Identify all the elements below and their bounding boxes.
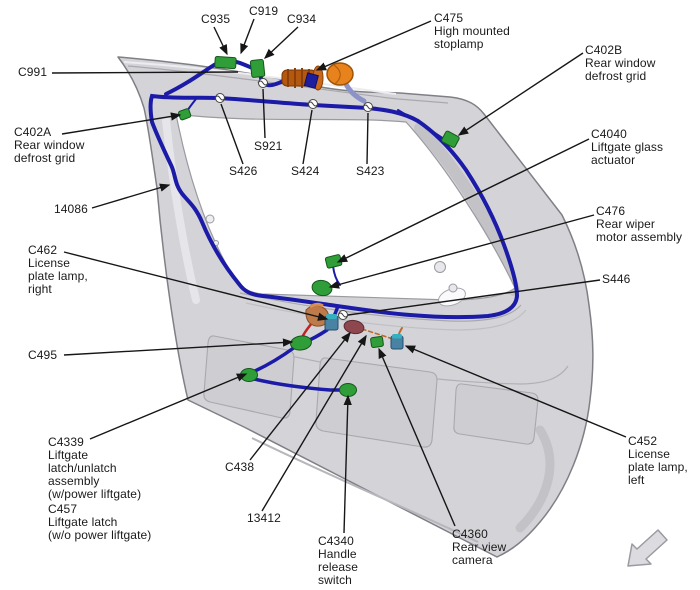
leader-lines <box>51 18 627 534</box>
corner-shading <box>515 425 555 533</box>
callout-s424: S424 <box>291 164 320 178</box>
callout-s426: S426 <box>229 164 258 178</box>
top-frame-highlight <box>123 61 397 95</box>
leader-14086 <box>91 183 171 209</box>
wire-orange-dashed <box>361 328 394 340</box>
splice-s423-symbol <box>362 102 374 112</box>
leader-13412 <box>261 334 367 512</box>
leader-s424 <box>302 109 313 165</box>
connector-c4340 <box>339 383 357 397</box>
leader-c991 <box>51 71 239 74</box>
callout-c452: C452 License plate lamp, left <box>628 434 688 487</box>
leader-c495 <box>63 338 294 356</box>
stoplamp-assembly <box>281 62 354 91</box>
beltline-ridge-1 <box>239 292 522 322</box>
callout-c991: C991 <box>18 65 48 79</box>
leader-c462 <box>63 251 329 321</box>
beltline-ridge-2 <box>245 302 527 331</box>
splice-s426-symbol <box>214 93 226 103</box>
leader-c402b <box>457 52 584 136</box>
callout-c4340: C4340 Handle release switch <box>318 534 359 587</box>
leader-c4360 <box>378 347 456 527</box>
leader-c934 <box>263 26 299 59</box>
callout-c934: C934 <box>287 12 317 26</box>
callout-c402a: C402A Rear window defrost grid <box>14 125 85 165</box>
pillar-highlight <box>162 116 200 304</box>
callout-c475: C475 High mounted stoplamp <box>434 11 510 51</box>
connector-c919-c934 <box>249 59 266 78</box>
leader-c919 <box>240 18 255 55</box>
harness-lower-run <box>252 345 343 392</box>
harness-bulb-drop <box>343 81 367 104</box>
callout-c438: C438 <box>225 460 255 474</box>
connector-c438-maroon <box>343 319 365 335</box>
splice-symbols <box>214 78 374 320</box>
leader-c935 <box>213 26 228 56</box>
direction-arrow-icon <box>627 529 668 567</box>
panel-recess-center <box>315 357 438 448</box>
socket-ribs <box>287 68 310 88</box>
defrost-stub-right <box>397 109 445 140</box>
callout-c476: C476 Rear wiper motor assembly <box>596 204 683 244</box>
bottom-inner-line <box>251 437 479 543</box>
stoplamp-connector <box>303 72 319 89</box>
bracket-hole-1 <box>434 261 446 273</box>
callout-s423: S423 <box>356 164 385 178</box>
callout-c935: C935 <box>201 12 231 26</box>
connector-c4360 <box>370 335 384 349</box>
pillar-shading <box>414 122 520 296</box>
splice-s921-symbol <box>257 78 269 88</box>
connector-c452-latch <box>392 334 402 339</box>
callout-c402b: C402B Rear window defrost grid <box>585 43 656 83</box>
bracket-hole-2 <box>448 283 458 293</box>
leader-c476 <box>328 214 595 289</box>
harness-main-loop <box>148 93 520 320</box>
callout-c495: C495 <box>28 348 58 362</box>
bulb-seam <box>333 64 341 85</box>
callout-c4040: C4040 Liftgate glass actuator <box>591 127 664 167</box>
pillar-hole-1 <box>205 214 215 224</box>
leader-c4040 <box>336 138 590 263</box>
callout-c457: C457 Liftgate latch (w/o power liftgate) <box>48 502 152 542</box>
connector-c462-latch <box>326 314 337 319</box>
callout-s921: S921 <box>254 139 283 153</box>
splice-s424-symbol <box>307 99 319 109</box>
leader-s426 <box>220 103 244 165</box>
leader-c402a <box>61 112 182 135</box>
wiper-motor-highlight <box>309 302 324 309</box>
leader-c4339 <box>89 373 248 440</box>
callout-c4339: C4339 Liftgate latch/unlatch assembly (w… <box>48 435 142 501</box>
callout-c462: C462 License plate lamp, right <box>28 243 88 296</box>
leader-s446 <box>347 279 601 316</box>
callout-c4360: C4360 Rear view camera <box>452 527 507 567</box>
connector-c476 <box>311 279 333 297</box>
window-aperture <box>175 113 516 301</box>
callout-13412: 13412 <box>247 511 281 525</box>
connector-c402b <box>441 130 460 148</box>
connector-c935 <box>214 55 237 70</box>
leader-c452 <box>404 345 627 438</box>
callout-c919: C919 <box>249 4 279 18</box>
splice-s446-symbol <box>337 310 349 320</box>
callout-s446: S446 <box>602 272 631 286</box>
leader-s921 <box>262 88 266 139</box>
panel-recess-right <box>453 383 539 445</box>
leader-c475 <box>315 20 432 71</box>
callout-14086: 14086 <box>54 202 88 216</box>
leader-s423 <box>366 112 369 165</box>
leader-c4340 <box>343 394 352 534</box>
leader-c438 <box>249 331 351 461</box>
